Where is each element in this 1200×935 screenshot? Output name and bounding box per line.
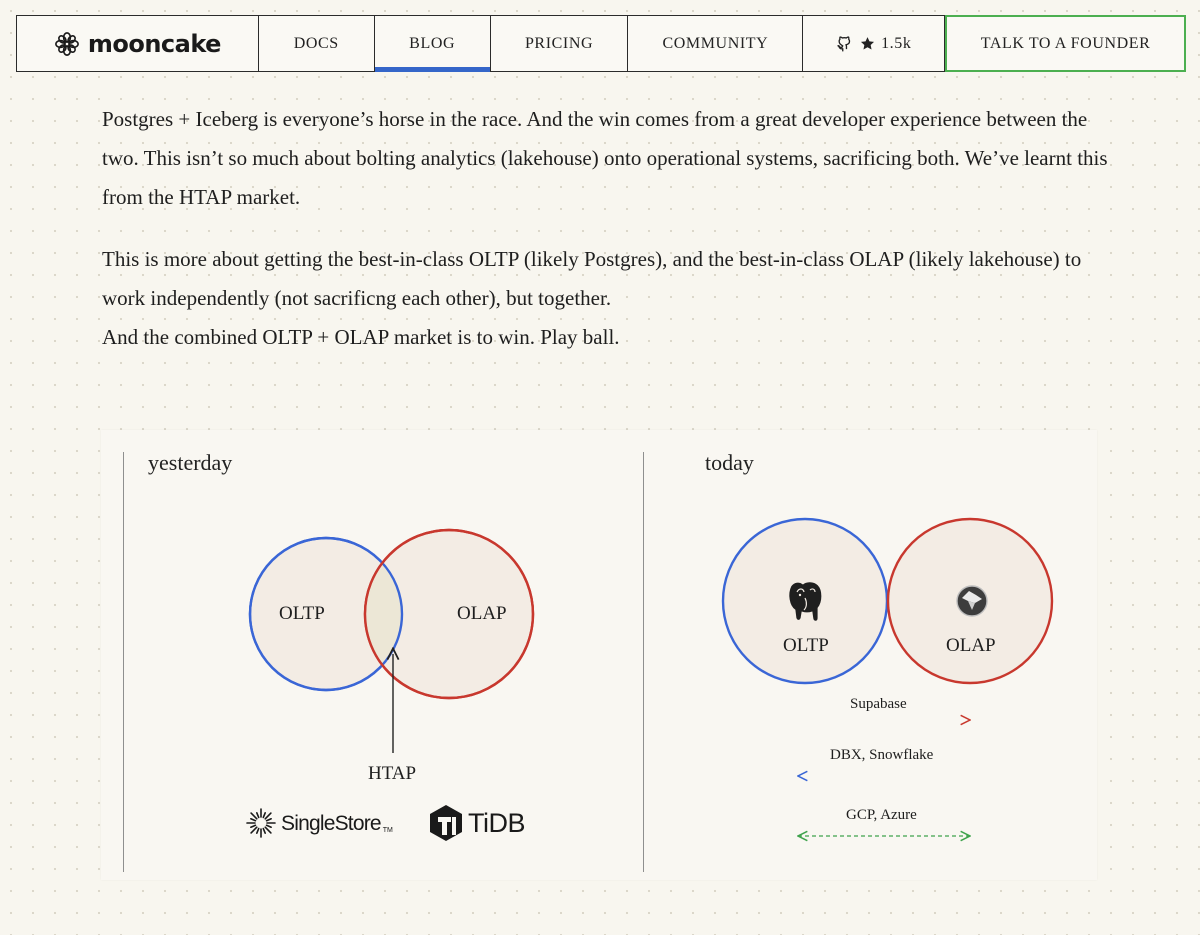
singlestore-ray xyxy=(265,817,272,822)
singlestore-ray xyxy=(250,817,257,822)
singlestore-ray xyxy=(250,824,257,829)
today-circles xyxy=(721,517,1054,685)
github-stars-count: 1.5k xyxy=(881,34,912,52)
today-arrows xyxy=(798,720,970,836)
left-rule xyxy=(123,452,124,872)
yesterday-olap-label: OLAP xyxy=(457,603,507,624)
nav-blog[interactable]: BLOG xyxy=(374,16,491,72)
singlestore-ray xyxy=(264,812,272,820)
github-icon xyxy=(837,35,851,51)
singlestore-ray xyxy=(250,812,258,820)
paragraph-2: This is more about getting the best-in-c… xyxy=(102,240,1107,357)
singlestore-text: SingleStore xyxy=(281,812,382,835)
htap-label: HTAP xyxy=(368,763,417,784)
yesterday-oltp-label: OLTP xyxy=(279,603,325,624)
today-oltp-label: OLTP xyxy=(783,635,829,656)
singlestore-ray xyxy=(262,812,267,819)
singlestore-tm: TM xyxy=(382,827,393,834)
talk-to-founder-button[interactable]: TALK TO A FOUNDER xyxy=(945,15,1186,72)
oltp-circle-outline xyxy=(248,536,404,692)
paragraph-text: And the combined OLTP + OLAP market is t… xyxy=(102,325,620,349)
tidb-logo-icon xyxy=(430,805,462,841)
diagram-graphics xyxy=(246,517,1054,880)
gcp-azure-label: GCP, Azure xyxy=(846,807,917,823)
yesterday-venn xyxy=(248,528,535,753)
supabase-label: Supabase xyxy=(850,696,907,712)
singlestore-logo-icon xyxy=(246,808,276,838)
center-divider xyxy=(643,452,644,872)
tidb-wordmark: TiDB xyxy=(468,808,526,838)
top-navigation: mooncake DOCS BLOG PRICING COMMUNITY 1.5… xyxy=(16,15,1186,72)
logo-text: mooncake xyxy=(87,29,222,58)
yesterday-title: yesterday xyxy=(148,450,233,475)
singlestore-ray xyxy=(262,827,267,834)
dbx-snowflake-label: DBX, Snowflake xyxy=(830,747,934,763)
github-stars-link[interactable]: 1.5k xyxy=(803,16,946,71)
logo[interactable]: mooncake xyxy=(17,16,259,71)
olap-circle-outline xyxy=(363,528,535,700)
paragraph-text: Postgres + Iceberg is everyone’s horse i… xyxy=(102,107,1108,209)
paragraph-1: Postgres + Iceberg is everyone’s horse i… xyxy=(102,100,1112,217)
mooncake-flower-icon xyxy=(54,31,79,56)
nav-docs[interactable]: DOCS xyxy=(259,16,375,71)
singlestore-ray xyxy=(250,826,258,834)
article-body: Postgres + Iceberg is everyone’s horse i… xyxy=(102,100,1112,357)
singlestore-ray xyxy=(264,826,272,834)
singlestore-ray xyxy=(265,824,272,829)
star-icon xyxy=(861,37,875,50)
iceberg-icon xyxy=(956,585,988,617)
singlestore-ray xyxy=(255,827,260,834)
postgres-elephant-icon xyxy=(788,581,823,622)
today-olap-label: OLAP xyxy=(946,635,996,656)
nav-community[interactable]: COMMUNITY xyxy=(628,16,804,71)
paragraph-text: This is more about getting the best-in-c… xyxy=(102,247,1082,310)
today-title: today xyxy=(705,450,754,475)
singlestore-ray xyxy=(255,812,260,819)
nav-pricing[interactable]: PRICING xyxy=(491,16,629,71)
oltp-olap-diagram: yesterday today xyxy=(101,430,1097,880)
